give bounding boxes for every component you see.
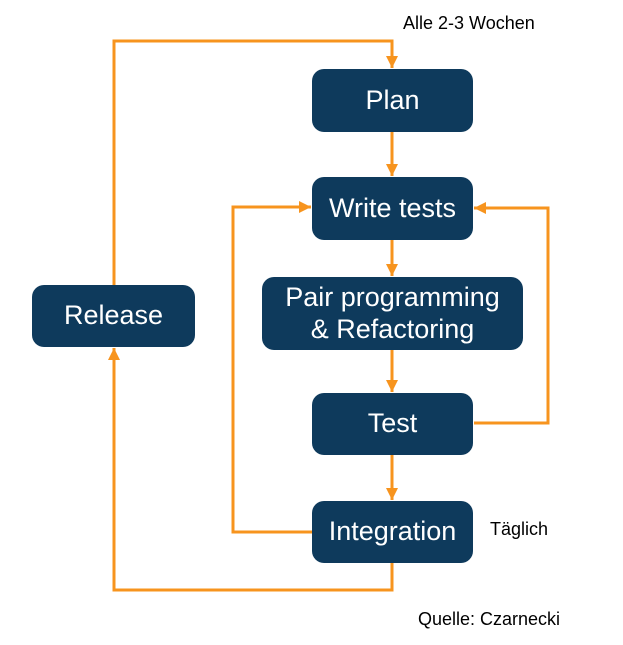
cycle-frequency-label: Alle 2-3 Wochen [403, 13, 535, 33]
node-pair-programming-refactoring: Pair programming & Refactoring [262, 277, 523, 350]
node-integration: Integration [312, 501, 473, 563]
source-credit-label: Quelle: Czarnecki [418, 609, 561, 629]
arrow-integration-to-write-tests [231, 201, 312, 534]
integration-frequency-label: Täglich [490, 519, 549, 539]
node-test: Test [312, 393, 473, 455]
node-release: Release [32, 285, 195, 347]
node-plan: Plan [312, 69, 473, 132]
node-write-tests: Write tests [312, 177, 473, 240]
